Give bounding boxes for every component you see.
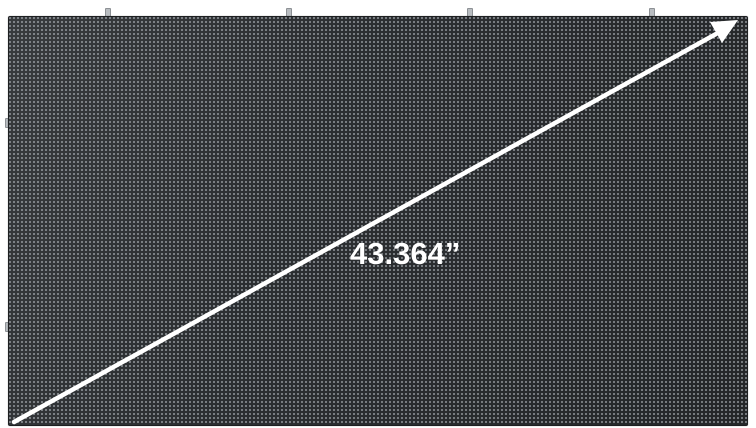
diagonal-arrow-shaft [11, 31, 719, 425]
diagonal-size-label: 43.364” [350, 236, 461, 271]
diagonal-arrow-head [710, 20, 738, 43]
